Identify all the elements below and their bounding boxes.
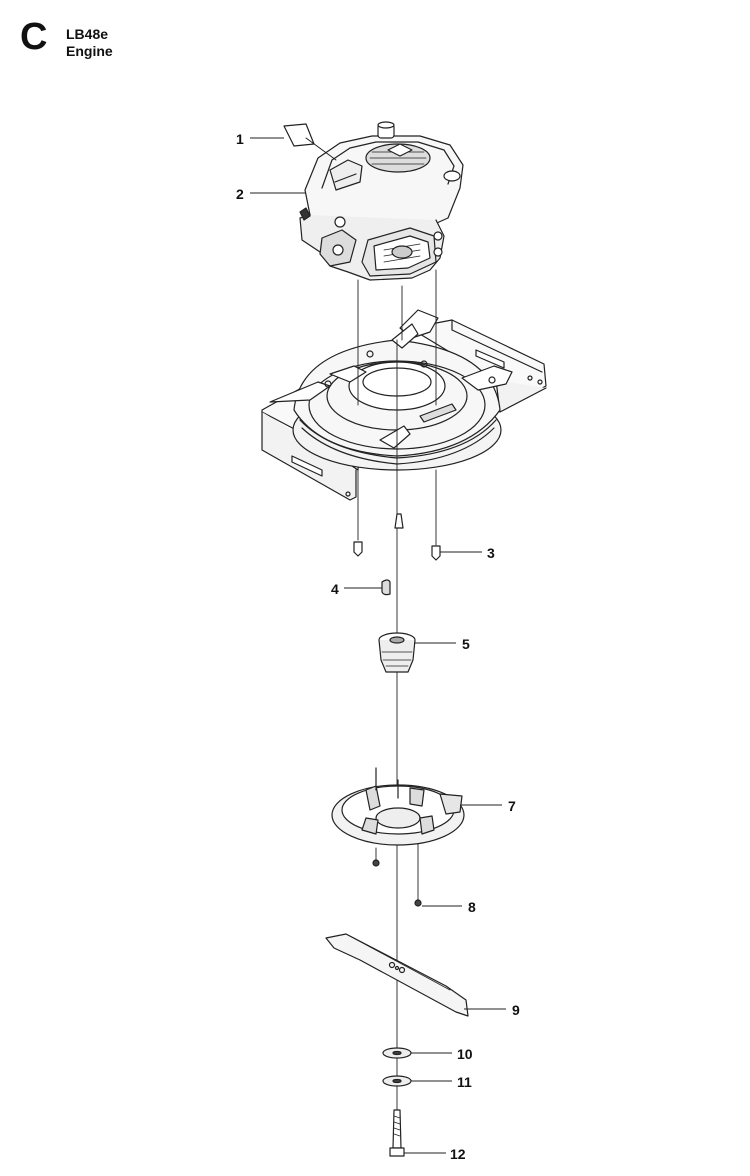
blade-adapter xyxy=(378,632,416,673)
blade-bolt xyxy=(389,1109,405,1157)
bolts xyxy=(353,513,441,561)
blade xyxy=(325,933,469,1017)
engine xyxy=(299,121,464,281)
key xyxy=(381,579,391,596)
assembly-lines xyxy=(357,269,437,1151)
callout-8: 8 xyxy=(468,899,476,915)
callout-3: 3 xyxy=(487,545,495,561)
washers xyxy=(382,1047,412,1087)
callouts: 1 2 3 4 5 7 8 9 10 11 12 xyxy=(236,131,520,1162)
callout-5: 5 xyxy=(462,636,470,652)
callout-1: 1 xyxy=(236,131,244,147)
callout-11: 11 xyxy=(457,1074,472,1090)
callout-9: 9 xyxy=(512,1002,520,1018)
callout-4: 4 xyxy=(331,581,339,597)
header-text: LB48e Engine xyxy=(66,26,113,60)
section-letter: C xyxy=(20,16,48,58)
model-name: LB48e xyxy=(66,26,109,42)
mower-deck xyxy=(261,309,547,501)
callout-12: 12 xyxy=(450,1146,466,1162)
section-title: Engine xyxy=(66,43,113,59)
callout-10: 10 xyxy=(457,1046,473,1062)
callout-7: 7 xyxy=(508,798,516,814)
blade-holder xyxy=(331,767,465,907)
callout-2: 2 xyxy=(236,186,244,202)
decal-label xyxy=(283,123,315,147)
